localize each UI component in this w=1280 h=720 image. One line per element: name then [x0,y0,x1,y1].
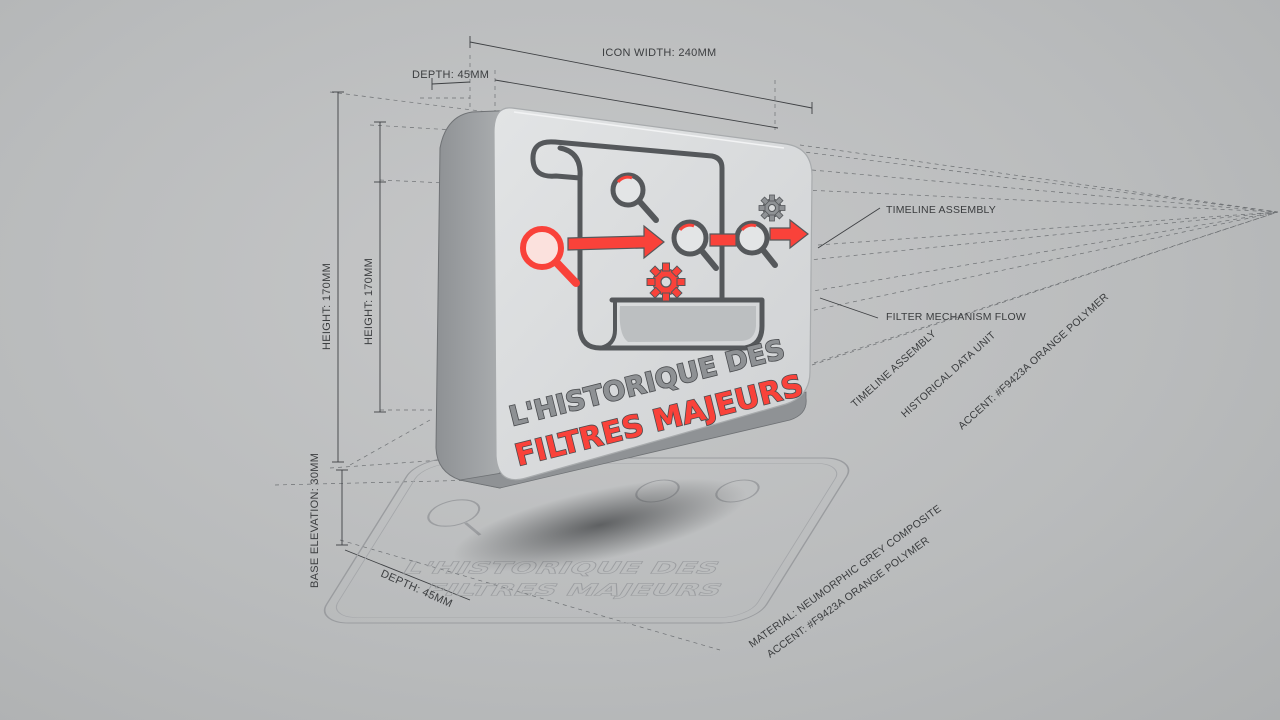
callout-accent-bottom: ACCENT: #F9423A ORANGE POLYMER [765,534,932,660]
callout-timeline-assembly: TIMELINE ASSEMBLY [886,204,996,216]
magnifier-icon-4 [734,220,778,268]
dim-base-elevation: BASE ELEVATION: 30MM [309,453,321,588]
scroll-icon [530,139,765,351]
dim-icon-width: ICON WIDTH: 240MM [602,47,717,59]
scroll-bottom-fill [619,306,756,342]
callout-filter-mechanism-flow: FILTER MECHANISM FLOW [886,311,1026,323]
gear-icon-grey [758,194,786,222]
dim-height-outer: HEIGHT: 170MM [321,263,333,350]
ghost-title-line2: FILTRES MAJEURS [420,580,727,599]
arrow-icon-1 [567,224,665,260]
floor-projection: L'HISTORIQUE DES FILTRES MAJEURS [323,457,850,624]
dim-height-inner: HEIGHT: 170MM [363,258,375,345]
dimension-lines [332,36,881,601]
arrow-icon-3 [769,218,809,250]
magnifier-icon-2 [610,172,659,223]
dim-depth-top: DEPTH: 45MM [412,69,489,81]
magnifier-icon-1 [520,226,580,287]
callout-material: MATERIAL: NEUMORPHIC GREY COMPOSITE [747,503,944,651]
magnifier-icon-3 [671,219,719,271]
cast-shadow [453,478,747,572]
gear-icon-orange [646,262,686,302]
arrow-icon-2 [709,233,737,247]
